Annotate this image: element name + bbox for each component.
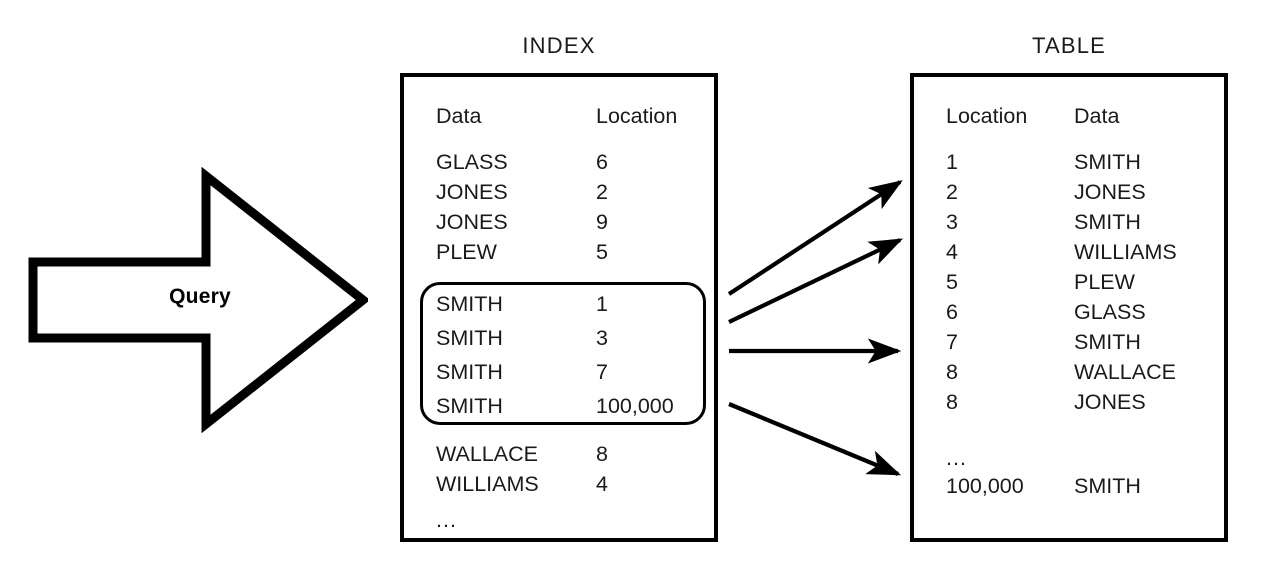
index-cell-data: SMITH [436,292,503,316]
index-cell-data: JONES [436,180,508,204]
index-header-row: Data Location [436,101,704,131]
table-row-4[interactable]: 4 WILLIAMS [946,237,1214,267]
table-row-3[interactable]: 3 SMITH [946,207,1214,237]
index-cell-location: 4 [596,472,608,496]
index-row-glass[interactable]: GLASS 6 [436,147,704,177]
table-cell-location: 6 [946,300,958,324]
index-cell-data: WILLIAMS [436,472,539,496]
table-cell-location: 4 [946,240,958,264]
index-cell-location: 9 [596,210,608,234]
table-row-6[interactable]: 6 GLASS [946,297,1214,327]
table-row-8-jones[interactable]: 8 JONES [946,387,1214,417]
table-cell-location: 8 [946,390,958,414]
index-panel-title: INDEX [522,33,596,58]
index-cell-data: JONES [436,210,508,234]
table-row-7[interactable]: 7 SMITH [946,327,1214,357]
index-cell-data: GLASS [436,150,508,174]
index-row-smith-100000[interactable]: SMITH 100,000 [436,391,704,421]
index-cell-location: 7 [596,360,608,384]
table-panel-title: TABLE [1031,33,1107,58]
index-continuation-ellipsis: ... [436,508,457,532]
table-cell-location: 3 [946,210,958,234]
table-continuation-ellipsis: ... [946,446,967,470]
index-cell-location: 3 [596,326,608,350]
table-cell-data: WILLIAMS [1074,240,1177,264]
query-label: Query [169,285,231,308]
arrow-smith-3 [728,238,904,324]
index-header-data: Data [436,104,482,128]
index-cell-data: SMITH [436,360,503,384]
table-header-data: Data [1074,104,1120,128]
table-cell-location: 5 [946,270,958,294]
table-row-5[interactable]: 5 PLEW [946,267,1214,297]
table-cell-data: GLASS [1074,300,1146,324]
index-cell-data: SMITH [436,394,503,418]
index-cell-data: SMITH [436,326,503,350]
index-row-plew[interactable]: PLEW 5 [436,237,704,267]
table-cell-location: 1 [946,150,958,174]
table-cell-data: PLEW [1074,270,1135,294]
table-cell-location: 100,000 [946,474,1024,498]
arrow-smith-1 [727,180,903,296]
index-cell-location: 6 [596,150,608,174]
index-cell-data: WALLACE [436,442,538,466]
index-row-smith-3[interactable]: SMITH 3 [436,323,704,353]
table-row-2[interactable]: 2 JONES [946,177,1214,207]
index-cell-location: 5 [596,240,608,264]
table-cell-data: SMITH [1074,210,1141,234]
table-row-8-wallace[interactable]: 8 WALLACE [946,357,1214,387]
index-cell-location: 8 [596,442,608,466]
table-cell-data: JONES [1074,180,1146,204]
query-block-arrow-icon [28,167,368,433]
arrow-smith-100000 [728,402,902,476]
table-cell-data: JONES [1074,390,1146,414]
table-cell-location: 7 [946,330,958,354]
table-cell-data: SMITH [1074,474,1141,498]
table-row-100000[interactable]: 100,000 SMITH [946,471,1214,501]
index-cell-location: 2 [596,180,608,204]
table-header-row: Location Data [946,101,1214,131]
index-row-williams[interactable]: WILLIAMS 4 [436,469,704,499]
index-row-jones-2[interactable]: JONES 2 [436,177,704,207]
table-cell-location: 8 [946,360,958,384]
index-row-jones-9[interactable]: JONES 9 [436,207,704,237]
index-row-wallace[interactable]: WALLACE 8 [436,439,704,469]
table-cell-location: 2 [946,180,958,204]
table-header-location: Location [946,104,1028,128]
index-cell-data: PLEW [436,240,497,264]
table-row-1[interactable]: 1 SMITH [946,147,1214,177]
index-cell-location: 100,000 [596,394,674,418]
table-cell-data: SMITH [1074,150,1141,174]
table-cell-data: SMITH [1074,330,1141,354]
index-row-smith-1[interactable]: SMITH 1 [436,289,704,319]
index-cell-location: 1 [596,292,608,316]
table-cell-data: WALLACE [1074,360,1176,384]
index-header-location: Location [596,104,678,128]
index-row-smith-7[interactable]: SMITH 7 [436,357,704,387]
